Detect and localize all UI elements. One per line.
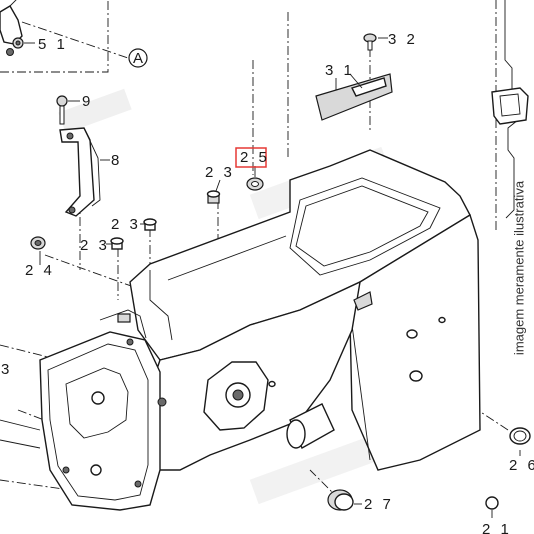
callout-8: 8	[111, 152, 122, 169]
callout-26: 2 6	[509, 457, 534, 474]
callout-9: 9	[82, 93, 93, 110]
part-9-screw	[56, 95, 80, 125]
callout-23-a: 2 3	[205, 164, 235, 181]
callout-32: 3 2	[388, 31, 418, 48]
callout-A-circle	[128, 48, 148, 68]
part-31-plate	[315, 73, 393, 121]
callout-3: 3	[1, 361, 12, 378]
callout-25-highlight-box	[235, 147, 267, 168]
callout-31: 3 1	[325, 62, 355, 79]
part-32-screw	[363, 33, 388, 51]
head-end-casting	[0, 309, 167, 511]
part-23-cap-c	[106, 237, 124, 250]
callout-51: 5 1	[38, 36, 68, 53]
part-26-plug	[509, 427, 531, 445]
inset-frame-top-left	[0, 0, 129, 73]
callout-24: 2 4	[25, 262, 55, 279]
callout-27: 2 7	[364, 496, 394, 513]
part-23-cap-a	[206, 190, 221, 204]
main-body-casting	[129, 149, 481, 471]
inset-bracket-part	[0, 0, 35, 56]
part-23-cap-b	[140, 218, 157, 231]
illustrative-image-note: imagem meramente ilustrativa	[506, 160, 532, 375]
callout-23-b: 2 3	[111, 216, 141, 233]
callout-A: A	[133, 50, 146, 67]
right-frame-part	[491, 0, 529, 230]
leader-lines	[39, 78, 521, 518]
part-25-washer	[246, 166, 264, 191]
part-8-cover	[59, 127, 101, 217]
part-27-cap	[327, 489, 354, 511]
illustrative-image-note-text: imagem meramente ilustrativa	[511, 180, 527, 355]
callout-21: 2 1	[482, 521, 512, 534]
part-24-plug	[30, 236, 46, 250]
callout-23-c: 2 3	[80, 237, 110, 254]
callout-25: 2 5	[240, 149, 270, 166]
part-21-plug	[485, 496, 499, 510]
